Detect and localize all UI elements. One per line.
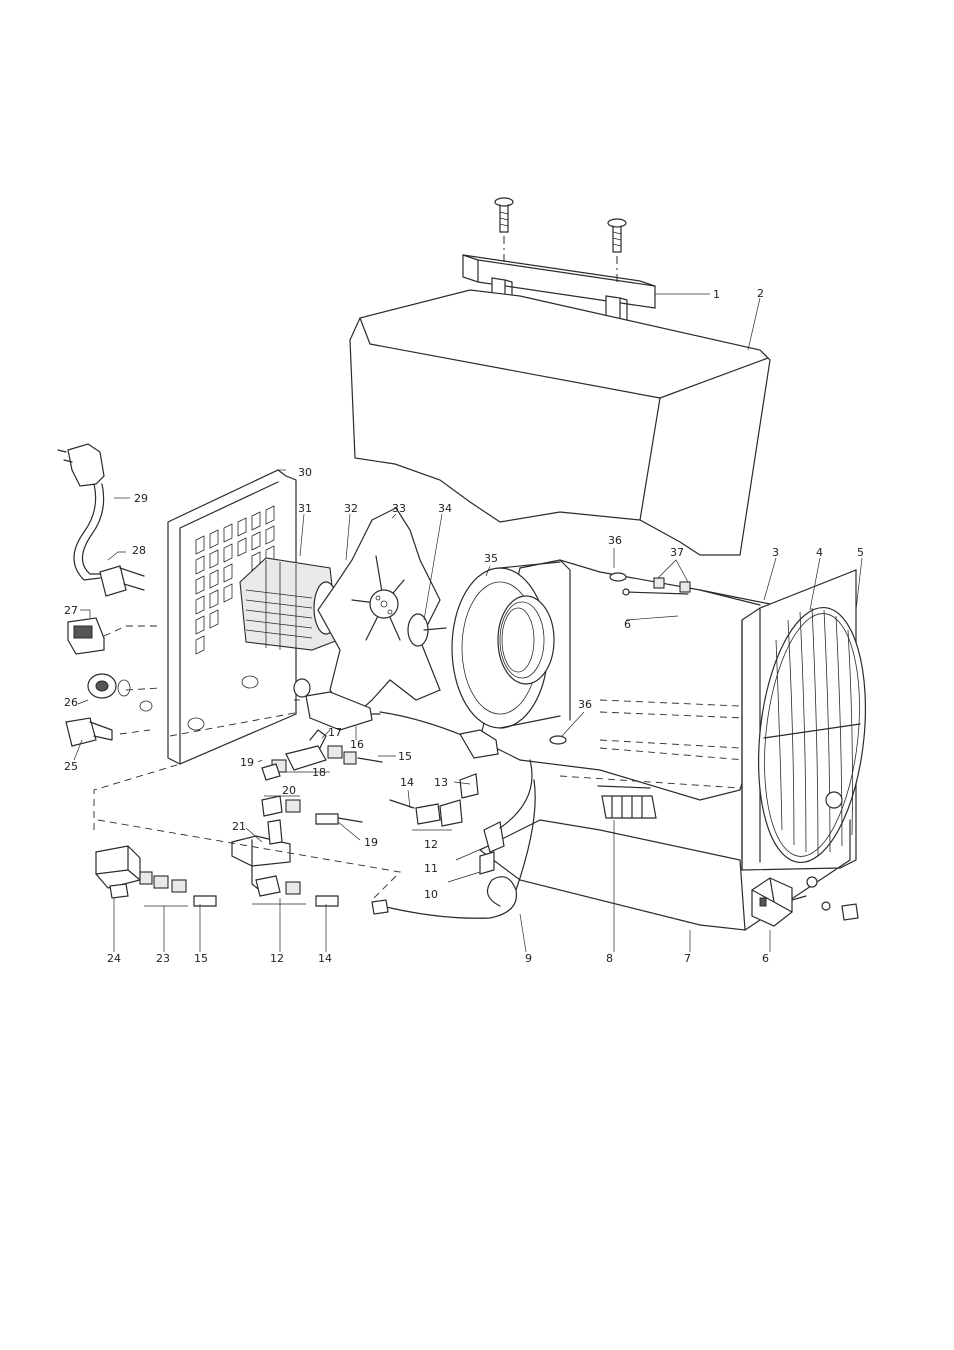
callout-6-rod: 6 [624,618,631,631]
callout-3: 3 [772,546,779,559]
connector-19a [261,763,281,781]
thermocouple [371,779,536,919]
thermostat [622,588,859,927]
callout-labels: 1 2 3 4 5 6 6 7 8 9 10 11 12 12 13 14 14… [64,287,864,965]
callout-34: 34 [438,502,452,515]
tee-fitting [271,729,383,773]
front-grille [757,606,867,864]
callout-6-thermostat: 6 [762,952,769,965]
callout-11: 11 [424,862,438,875]
callout-9: 9 [525,952,532,965]
callout-4: 4 [816,546,823,559]
callout-13: 13 [434,776,448,789]
callout-8: 8 [606,952,613,965]
fan-blade [317,507,441,721]
callout-15-lower: 15 [194,952,208,965]
top-hood [349,289,771,556]
fan-shroud [451,561,561,729]
rear-fitting [65,700,153,747]
lower-gas-train [193,795,363,907]
callout-10: 10 [424,888,438,901]
callout-23: 23 [156,952,170,965]
callout-16: 16 [350,738,364,751]
callout-2: 2 [757,287,764,300]
assembly-lines [93,625,741,901]
callout-14-lower: 14 [318,952,332,965]
callout-36-top: 36 [608,534,622,547]
callout-27: 27 [64,604,78,617]
callout-12-upper: 12 [424,838,438,851]
burner-parts [389,729,533,875]
leader-lines [73,293,863,953]
callout-30: 30 [298,466,312,479]
callout-31: 31 [298,502,312,515]
callout-36-bottom: 36 [578,698,592,711]
burner-tube [293,678,465,737]
callout-28: 28 [132,544,146,557]
callout-15-upper: 15 [398,750,412,763]
callout-26: 26 [64,696,78,709]
fan-nut [407,613,447,647]
callout-33: 33 [392,502,406,515]
callout-21: 21 [232,820,246,833]
callout-1: 1 [713,288,720,301]
callout-19-upper: 19 [240,756,254,769]
callout-24: 24 [107,952,121,965]
callout-17: 17 [328,726,342,739]
cord-grommet [99,565,145,597]
solenoid-valve [95,845,187,899]
power-switch [67,617,105,655]
callout-32: 32 [344,502,358,515]
callout-29: 29 [134,492,148,505]
callout-35: 35 [484,552,498,565]
callout-5: 5 [857,546,864,559]
callout-12-lower: 12 [270,952,284,965]
callout-14-upper: 14 [400,776,414,789]
callout-7: 7 [684,952,691,965]
rear-nut [87,673,131,699]
terminal-block [597,785,657,819]
grommets [549,572,691,745]
callout-19-lower: 19 [364,836,378,849]
power-cord [57,443,105,581]
callout-37: 37 [670,546,684,559]
callout-20: 20 [282,784,296,797]
callout-25: 25 [64,760,78,773]
callout-18: 18 [312,766,326,779]
